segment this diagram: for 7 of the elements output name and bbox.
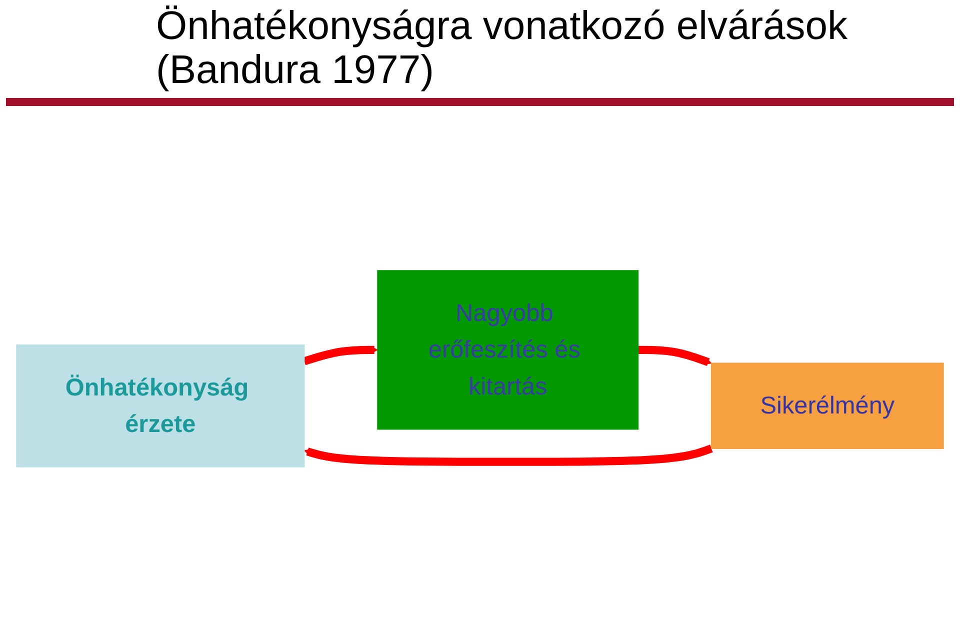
title: Önhatékonyságra vonatkozó elvárások (Bandura 1977) <box>6 0 954 106</box>
arrow <box>303 346 378 366</box>
node-box: Nagyobb erőfeszítés és kitartás <box>377 270 638 430</box>
node-box: Sikerélmény <box>710 362 944 450</box>
arrow <box>304 444 713 466</box>
arrow <box>638 346 712 366</box>
node-box: Önhatékonyság érzete <box>16 344 305 468</box>
